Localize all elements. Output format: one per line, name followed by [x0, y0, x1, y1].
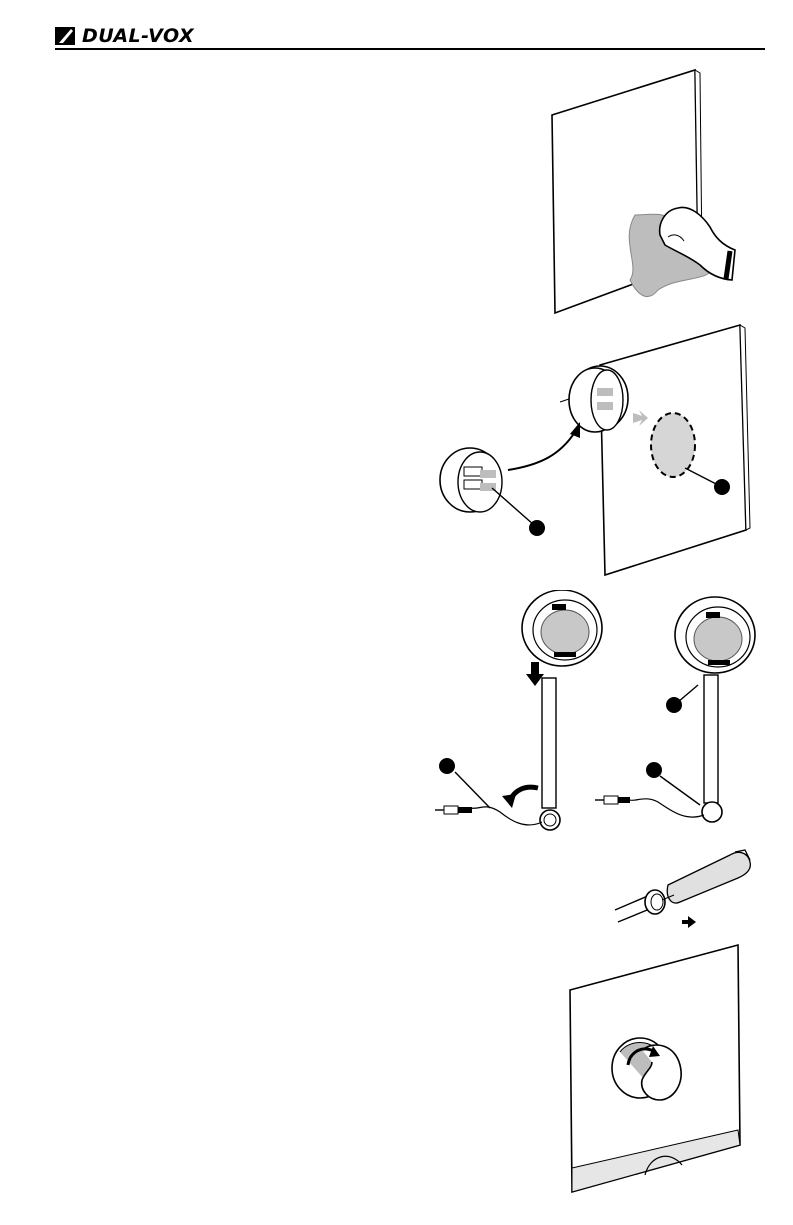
figure-attach-mic [430, 590, 770, 840]
microphone-icon-right [675, 597, 755, 673]
brand-logo: DUAL-VOX [55, 24, 194, 48]
plug-icon-right [595, 796, 630, 804]
cable-tube-icon [667, 852, 750, 903]
mic-base-icon-left [440, 448, 502, 512]
callout-dot-icon [529, 520, 545, 536]
figure-mount-windshield [560, 940, 750, 1200]
figure-apply-adhesive [430, 320, 770, 580]
cable-icon [470, 807, 542, 825]
z-slash-logo-icon [55, 25, 77, 47]
callout-dot-icon [439, 758, 455, 774]
arrow-icon [682, 916, 696, 928]
header-rule [55, 48, 765, 50]
callout-dot-icon [714, 479, 730, 495]
page-header: DUAL-VOX [55, 22, 765, 52]
brand-name: DUAL-VOX [82, 25, 194, 47]
adhesive-area-icon [651, 413, 695, 477]
figure-clean-glass [540, 65, 740, 320]
tube-icon-right [704, 675, 718, 803]
mic-base-icon [560, 366, 628, 432]
arrow-icon [526, 662, 544, 686]
plug-icon [435, 806, 472, 814]
tube-icon [542, 678, 556, 808]
cable-icon-right [630, 799, 704, 817]
callout-dot-icon-3 [646, 762, 662, 778]
callout-dot-icon-2 [666, 697, 682, 713]
microphone-icon [522, 590, 602, 666]
figure-cable-exit [610, 840, 760, 935]
arrow-icon [508, 432, 575, 470]
